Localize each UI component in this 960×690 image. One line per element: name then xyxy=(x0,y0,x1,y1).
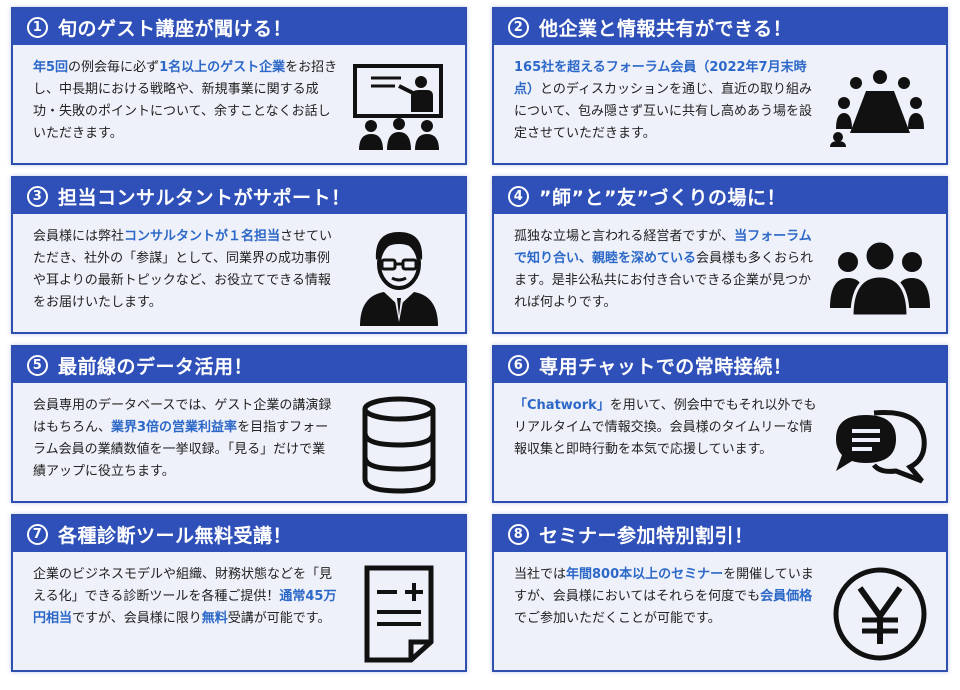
card-title: 専用チャットでの常時接続！ xyxy=(539,355,793,378)
card-description: 165社を超えるフォーラム会員（2022年7月末時点）とのディスカッションを通じ… xyxy=(514,57,819,145)
card-header: 8 セミナー参加特別割引！ xyxy=(494,516,946,552)
body-text: を用いて、例会中でもそれ以外でもリアルタイムで情報交換。会員様のタイムリーな情報… xyxy=(514,398,817,457)
body-text: 受講が可能です。 xyxy=(227,611,331,626)
card-number: 4 xyxy=(508,185,529,207)
card-header: 7 各種診断ツール無料受講！ xyxy=(13,516,465,552)
highlight-text: 通常45万円相当 xyxy=(33,589,337,626)
calculation-sheet-icon xyxy=(349,564,449,664)
feature-card-4: 4 ”師”と”友”づくりの場に！ 孤独な立場と言われる経営者ですが、当フォーラム… xyxy=(492,176,948,334)
body-text: させていただき、社外の「参謀」として、同業界の成功事例や耳よりの最新トピックなど… xyxy=(33,229,333,310)
body-text: 会員様も多くおられます。是非公私共にお付き合いできる企業が見つかれば何よりです。 xyxy=(514,251,814,310)
database-icon xyxy=(349,395,449,495)
presentation-icon xyxy=(349,57,449,157)
card-description: 企業のビジネスモデルや組織、財務状態などを「見える化」できる診断ツールを各種ご提… xyxy=(33,564,338,630)
highlight-text: 当フォーラムで知り合い、親睦を深めている xyxy=(514,229,812,266)
body-text: を開催していますが、会員様においてはそれらを何度でも xyxy=(514,567,814,604)
highlight-text: 1名以上のゲスト企業 xyxy=(159,60,286,75)
card-title: セミナー参加特別割引！ xyxy=(539,524,754,547)
card-description: 会員専用のデータベースでは、ゲスト企業の講演録はもちろん、業界3倍の営業利益率を… xyxy=(33,395,338,483)
highlight-text: 会員価格 xyxy=(760,589,813,604)
body-text: の例会毎に必ず xyxy=(68,60,160,75)
card-number: 6 xyxy=(508,354,529,376)
body-text: をお招きし、中長期における戦略や、新規事業に関する成功・失敗のポイントについて、… xyxy=(33,60,338,141)
card-header: 4 ”師”と”友”づくりの場に！ xyxy=(494,178,946,214)
body-text: とのディスカッションを通じ、直近の取り組みについて、包み隠さず互いに共有し高めあ… xyxy=(514,82,812,141)
card-title: ”師”と”友”づくりの場に！ xyxy=(539,186,786,209)
feature-card-5: 5 最前線のデータ活用！ 会員専用のデータベースでは、ゲスト企業の講演録はもちろ… xyxy=(11,345,467,503)
card-description: 「Chatwork」を用いて、例会中でもそれ以外でもリアルタイムで情報交換。会員… xyxy=(514,395,819,461)
body-text: 孤独な立場と言われる経営者ですが、 xyxy=(514,229,735,244)
meeting-table-icon xyxy=(830,57,930,157)
card-header: 2 他企業と情報共有ができる！ xyxy=(494,9,946,45)
feature-card-1: 1 旬のゲスト講座が聞ける！ 年5回の例会毎に必ず1名以上のゲスト企業をお招きし… xyxy=(11,7,467,165)
group-icon xyxy=(830,226,930,326)
body-text: 企業のビジネスモデルや組織、財務状態などを「見える化」できる診断ツールを各種ご提… xyxy=(33,567,333,604)
card-description: 孤独な立場と言われる経営者ですが、当フォーラムで知り合い、親睦を深めている会員様… xyxy=(514,226,819,314)
body-text: でご参加いただくことが可能です。 xyxy=(514,611,721,626)
highlight-text: 無料 xyxy=(201,611,228,626)
card-header: 5 最前線のデータ活用！ xyxy=(13,347,465,383)
feature-card-8: 8 セミナー参加特別割引！ 当社では年間800本以上のセミナーを開催していますが… xyxy=(492,514,948,672)
feature-card-6: 6 専用チャットでの常時接続！ 「Chatwork」を用いて、例会中でもそれ以外… xyxy=(492,345,948,503)
chat-bubbles-icon xyxy=(830,395,930,495)
body-text: を目指すフォーラム会員の業績数値を一挙収録。「見る」だけで業績アップに役立ちます… xyxy=(33,420,329,479)
card-description: 会員様には弊社コンサルタントが１名担当させていただき、社外の「参謀」として、同業… xyxy=(33,226,338,314)
card-number: 5 xyxy=(27,354,48,376)
body-text: 会員専用のデータベースでは、ゲスト企業の講演録はもちろん、 xyxy=(33,398,332,435)
card-title: 旬のゲスト講座が聞ける！ xyxy=(58,17,293,40)
body-text: ですが、会員様に限り xyxy=(72,611,202,626)
card-number: 2 xyxy=(508,16,529,38)
card-number: 3 xyxy=(27,185,48,207)
card-header: 3 担当コンサルタントがサポート！ xyxy=(13,178,465,214)
highlight-text: 「Chatwork」 xyxy=(514,398,610,413)
card-title: 他企業と情報共有ができる！ xyxy=(539,17,793,40)
card-description: 年5回の例会毎に必ず1名以上のゲスト企業をお招きし、中長期における戦略や、新規事… xyxy=(33,57,338,145)
body-text: 当社では xyxy=(514,567,567,582)
card-number: 1 xyxy=(27,16,48,38)
highlight-text: 165社を超えるフォーラム会員（2022年7月末時点） xyxy=(514,60,807,97)
card-header: 6 専用チャットでの常時接続！ xyxy=(494,347,946,383)
body-text: 会員様には弊社 xyxy=(33,229,125,244)
card-header: 1 旬のゲスト講座が聞ける！ xyxy=(13,9,465,45)
highlight-text: 年間800本以上のセミナー xyxy=(566,567,724,582)
card-title: 各種診断ツール無料受講！ xyxy=(58,524,293,547)
card-description: 当社では年間800本以上のセミナーを開催していますが、会員様においてはそれらを何… xyxy=(514,564,819,630)
feature-card-7: 7 各種診断ツール無料受講！ 企業のビジネスモデルや組織、財務状態などを「見える… xyxy=(11,514,467,672)
consultant-icon xyxy=(349,226,449,326)
highlight-text: 業界3倍の営業利益率 xyxy=(111,420,238,435)
feature-card-2: 2 他企業と情報共有ができる！ 165社を超えるフォーラム会員（2022年7月末… xyxy=(492,7,948,165)
yen-coin-icon xyxy=(830,564,930,664)
card-number: 8 xyxy=(508,523,529,545)
highlight-text: コンサルタントが１名担当 xyxy=(124,229,281,244)
card-title: 担当コンサルタントがサポート！ xyxy=(58,186,351,209)
highlight-text: 年5回 xyxy=(33,60,69,75)
feature-card-3: 3 担当コンサルタントがサポート！ 会員様には弊社コンサルタントが１名担当させて… xyxy=(11,176,467,334)
card-title: 最前線のデータ活用！ xyxy=(58,355,254,378)
card-number: 7 xyxy=(27,523,48,545)
